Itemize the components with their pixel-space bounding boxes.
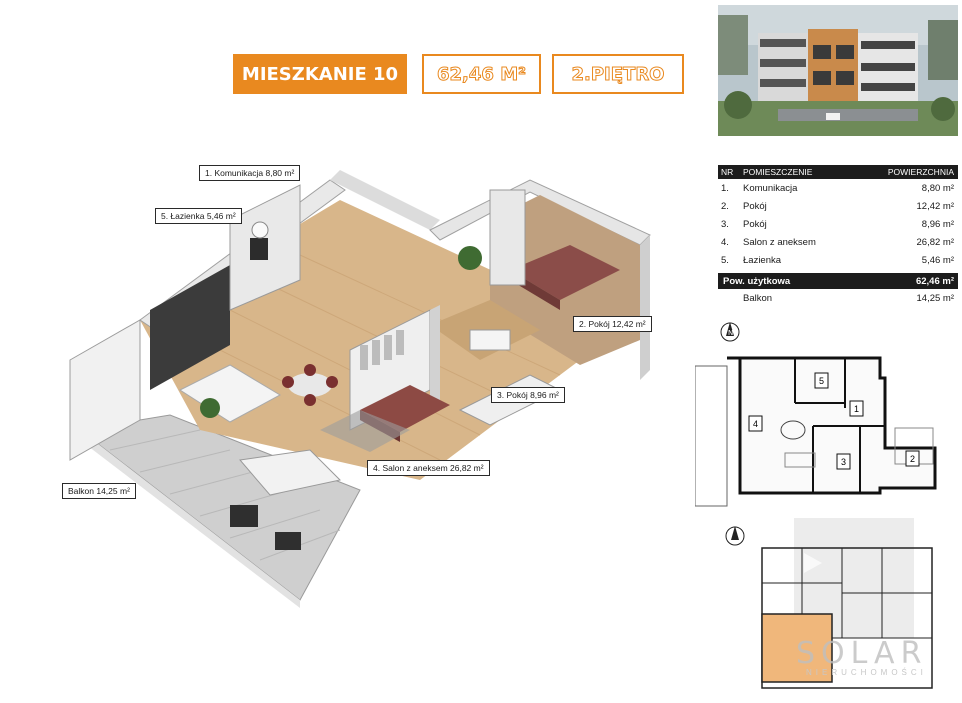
compass-icon [725,526,745,546]
row-area: 12,42 m² [916,200,955,212]
total-row: Pow. użytkowa 62,46 m² [718,273,958,289]
total-area: 62,46 m² [915,275,954,287]
callout-lazienka: 5. Łazienka 5,46 m² [155,208,242,224]
header-nr: NR [721,167,734,177]
table-row: 1. Komunikacja 8,80 m² [718,179,958,197]
row-room: Komunikacja [743,182,798,194]
callout-pokoj-3: 3. Pokój 8,96 m² [491,387,565,403]
row-nr: 4. [721,236,729,248]
key-plan [725,518,933,689]
room-table: NR POMIESZCZENIE POWIERZCHNIA 1. Komunik… [718,165,958,307]
row-room: Łazienka [743,254,782,266]
balcony-label: Balkon [743,292,773,304]
row-nr: 5. [721,254,729,266]
row-area: 5,46 m² [921,254,954,266]
table-row: 2. Pokój 12,42 m² [718,197,958,215]
row-nr: 1. [721,182,729,194]
table-row: 5. Łazienka 5,46 m² [718,251,958,269]
plan-label-3: 3 [841,457,846,467]
floor-badge: 2.PIĘTRO [552,54,684,94]
area-badge: 62,46 M² [422,54,541,94]
row-room: Pokój [743,218,767,230]
row-nr: 3. [721,218,729,230]
row-area: 8,96 m² [921,218,954,230]
solar-logo-subtitle: NIERUCHOMOŚCI [806,668,927,677]
callout-komunikacja: 1. Komunikacja 8,80 m² [199,165,301,181]
plan-label-4: 4 [753,419,758,429]
balcony-row: Balkon 14,25 m² [718,289,958,307]
building-photo [718,5,958,136]
header-area: POWIERZCHNIA [887,167,954,177]
compass-icon [720,322,740,342]
total-label: Pow. użytkowa [723,275,791,287]
plan-label-2: 2 [910,454,915,464]
solar-logo: SOLAR [796,636,928,671]
row-room: Pokój [743,200,767,212]
row-room: Salon z aneksem [743,236,816,248]
compass-label: N [728,329,733,337]
floor-plan-2d: N 1 2 3 4 5 [695,322,937,507]
row-area: 26,82 m² [916,236,955,248]
callout-salon: 4. Salon z aneksem 26,82 m² [367,460,490,476]
plan-label-5: 5 [819,376,824,386]
table-row: 3. Pokój 8,96 m² [718,215,958,233]
row-nr: 2. [721,200,729,212]
table-row: 4. Salon z aneksem 26,82 m² [718,233,958,251]
plan-label-1: 1 [854,404,859,414]
floor-plan-3d [69,170,651,608]
header-room: POMIESZCZENIE [743,167,813,177]
row-area: 8,80 m² [921,182,954,194]
balcony-area: 14,25 m² [916,292,955,304]
table-header: NR POMIESZCZENIE POWIERZCHNIA [718,165,958,179]
callout-balkon: Balkon 14,25 m² [62,483,136,499]
apartment-badge: MIESZKANIE 10 [233,54,407,94]
callout-pokoj-2: 2. Pokój 12,42 m² [573,316,652,332]
